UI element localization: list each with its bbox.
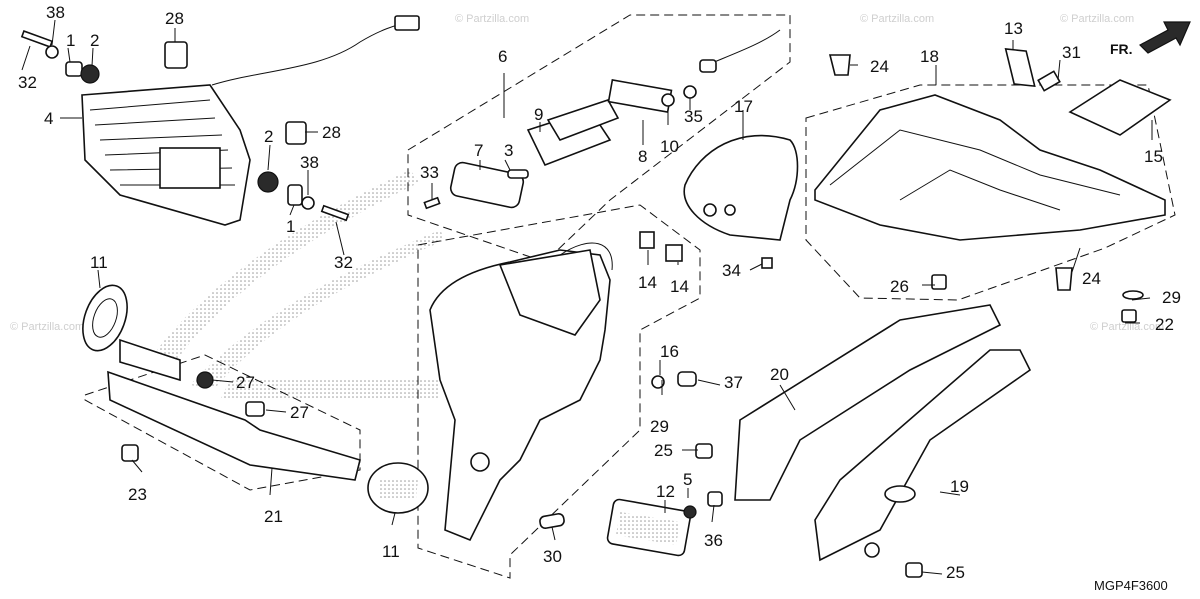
callout-1: 1: [286, 217, 295, 236]
callout-13: 13: [1004, 19, 1023, 38]
callout-30: 30: [543, 547, 562, 566]
callout-34: 34: [722, 261, 741, 280]
diagram-code: MGP4F3600: [1094, 578, 1168, 593]
hardware-top-left: [20, 30, 188, 84]
rear-reflector: [539, 491, 723, 557]
callout-2: 2: [264, 127, 273, 146]
callout-17: 17: [734, 97, 753, 116]
rear-frame-members: [695, 304, 1032, 578]
front-direction-arrow: FR.: [1110, 21, 1191, 57]
callout-19: 19: [950, 477, 969, 496]
callout-27: 27: [236, 373, 255, 392]
callout-22: 22: [1155, 315, 1174, 334]
fr-label: FR.: [1110, 41, 1133, 57]
callout-31: 31: [1062, 43, 1081, 62]
rear-fender: [429, 231, 697, 542]
callout-18: 18: [920, 47, 939, 66]
callout-14: 14: [670, 277, 689, 296]
callout-24: 24: [1082, 269, 1101, 288]
watermark-group: © Partzilla.com © Partzilla.com © Partzi…: [10, 13, 1164, 333]
watermark: © Partzilla.com: [860, 13, 934, 25]
callout-27: 27: [290, 403, 309, 422]
callout-5: 5: [683, 470, 692, 489]
rear-cowl-assembly: [814, 48, 1172, 323]
callout-20: 20: [770, 365, 789, 384]
callout-25: 25: [946, 563, 965, 582]
callout-24: 24: [870, 57, 889, 76]
callout-23: 23: [128, 485, 147, 504]
callout-35: 35: [684, 107, 703, 126]
callout-28: 28: [165, 9, 184, 28]
watermark: © Partzilla.com: [1090, 321, 1164, 333]
callout-29: 29: [650, 417, 669, 436]
callout-11: 11: [90, 253, 108, 272]
callout-36: 36: [704, 531, 723, 550]
hardware-mid-left: [257, 121, 350, 222]
callout-4: 4: [44, 109, 53, 128]
callout-26: 26: [890, 277, 909, 296]
callout-38: 38: [300, 153, 319, 172]
callout-6: 6: [498, 47, 507, 66]
callout-37: 37: [724, 373, 743, 392]
group-outline-fender: [417, 204, 701, 579]
license-light-group: [423, 29, 781, 210]
callout-12: 12: [656, 482, 675, 501]
callout-14: 14: [638, 273, 657, 292]
watermark: © Partzilla.com: [1060, 13, 1134, 25]
callout-21: 21: [264, 507, 283, 526]
callout-32: 32: [334, 253, 353, 272]
callout-15: 15: [1144, 147, 1163, 166]
watermark: © Partzilla.com: [10, 321, 84, 333]
callout-labels: 38 28 1 2 32 4 2 28 38 1 32 6 7 9 3 33 8…: [18, 3, 1181, 582]
callout-10: 10: [660, 137, 679, 156]
callout-38: 38: [46, 3, 65, 22]
callout-29: 29: [1162, 288, 1181, 307]
callout-3: 3: [504, 141, 513, 160]
callout-2: 2: [90, 31, 99, 50]
callout-28: 28: [322, 123, 341, 142]
callout-1: 1: [66, 31, 75, 50]
callout-32: 32: [18, 73, 37, 92]
seat-cowl: [683, 134, 799, 269]
group-outline-license-light: [407, 14, 791, 263]
leader-lines: [21, 19, 1153, 575]
callout-9: 9: [534, 105, 543, 124]
tail-light-assembly: [81, 15, 420, 226]
callout-11: 11: [382, 542, 400, 561]
reflector-bracket-group: [82, 284, 429, 514]
callout-7: 7: [474, 141, 483, 160]
callout-16: 16: [660, 342, 679, 361]
callout-8: 8: [638, 147, 647, 166]
group-outline-reflector-bracket: [84, 354, 361, 491]
callout-25: 25: [654, 441, 673, 460]
watermark: © Partzilla.com: [455, 13, 529, 25]
callout-33: 33: [420, 163, 439, 182]
